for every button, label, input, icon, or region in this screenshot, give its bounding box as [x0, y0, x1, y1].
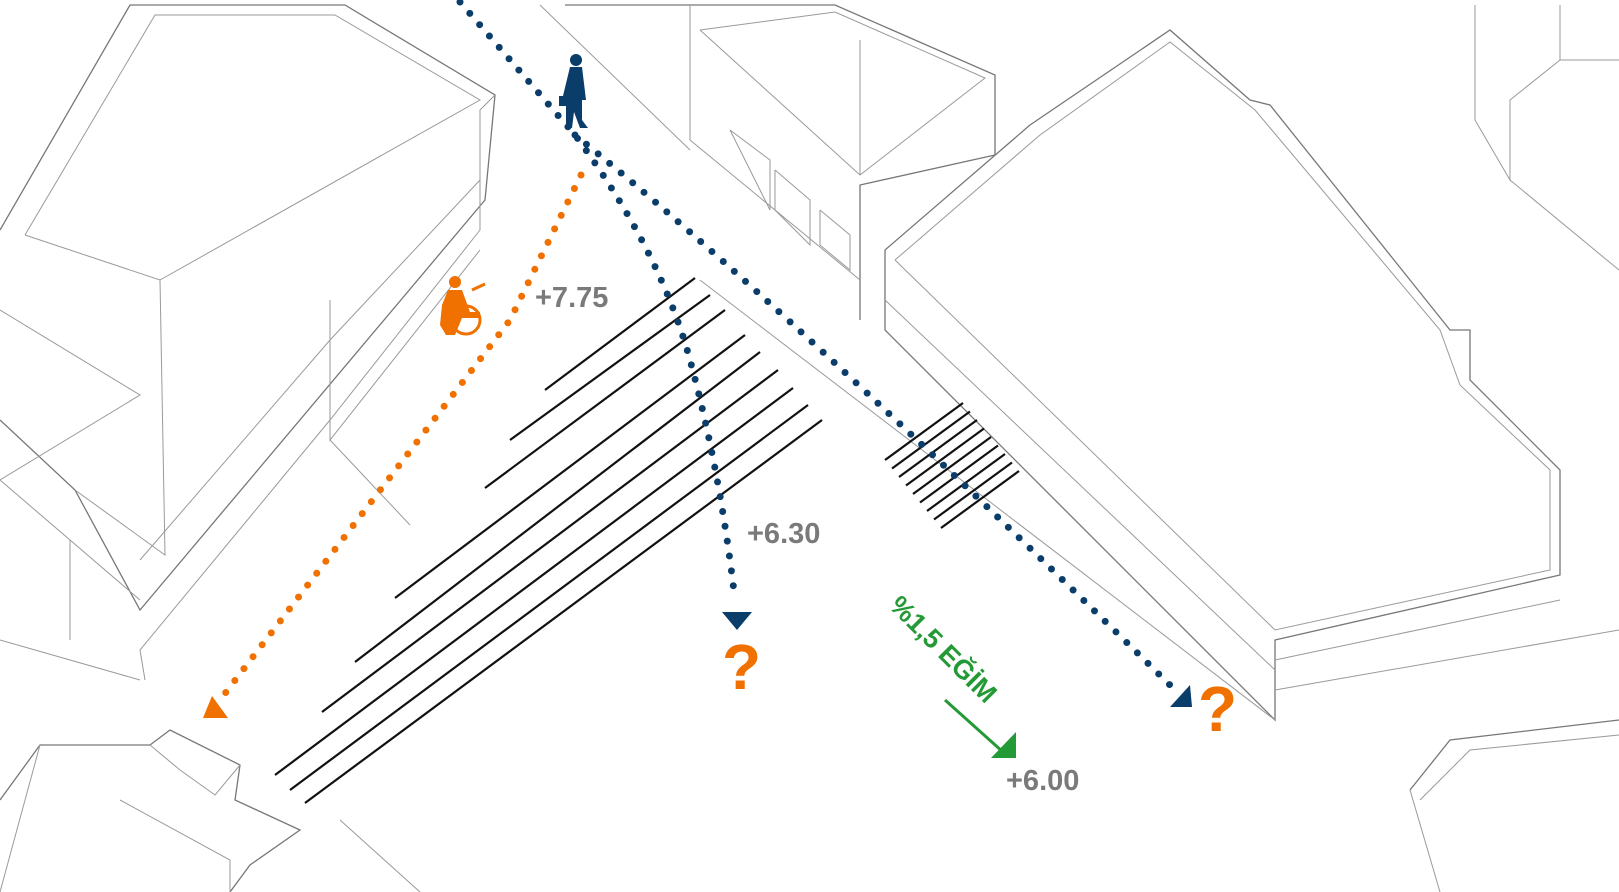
pedestrian-route-1: [456, 0, 752, 630]
wheelchair-user-icon: [440, 276, 486, 336]
elevation-top-label: +7.75: [535, 282, 609, 314]
elevation-middle-label: +6.30: [747, 518, 821, 550]
arrow-head-icon: [722, 612, 752, 630]
stair-tread: [394, 334, 746, 599]
stair-tread: [544, 277, 696, 391]
elevation-bottom-label: +6.00: [1006, 765, 1080, 797]
question-mark-1: ?: [722, 631, 762, 703]
stair-tread: [304, 419, 823, 804]
stair-tread: [891, 410, 971, 470]
stair-tread: [509, 294, 711, 441]
stair-tread: [933, 461, 1013, 521]
main-staircase: [274, 277, 823, 804]
pedestrian-icon: [559, 54, 588, 128]
stair-tread: [940, 470, 1020, 529]
stair-tread: [905, 427, 985, 487]
stair-tread: [898, 419, 978, 478]
question-mark-2: ?: [1198, 673, 1238, 745]
stair-tread: [884, 402, 964, 461]
stair-tread: [274, 387, 794, 776]
stair-tread: [912, 436, 992, 495]
stair-tread: [289, 404, 809, 791]
stair-tread: [484, 309, 726, 489]
slope-arrow: [943, 698, 1016, 758]
pedestrian-route-2: [571, 131, 1192, 707]
wheelchair-route: [203, 171, 585, 718]
stair-tread: [354, 351, 761, 663]
arrow-head-icon: [203, 696, 228, 718]
arrow-head-icon: [1170, 685, 1192, 707]
stair-tread: [919, 444, 999, 504]
buildings: [0, 4, 1619, 892]
stair-tread: [321, 369, 779, 713]
